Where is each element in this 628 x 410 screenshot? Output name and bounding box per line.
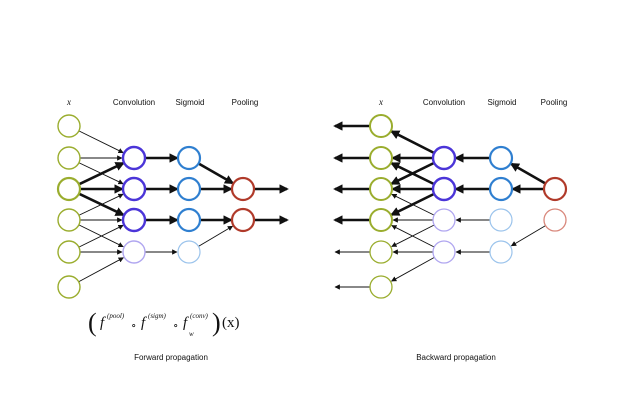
backward-sigmoid-node [489, 240, 513, 264]
backward-edge-pool-to-sigmoid [510, 225, 546, 247]
formula-compose-2: ∘ [173, 320, 179, 332]
forward-edge-input-to-conv [78, 224, 124, 248]
forward-pooling-node [230, 207, 256, 233]
forward-input-node [57, 146, 81, 170]
formula-open-paren: ( [88, 308, 97, 337]
forward-input-node [57, 114, 81, 138]
forward-x-label: x [67, 97, 71, 107]
formula-argument: (x) [222, 315, 240, 331]
formula-close-paren: ) [212, 308, 221, 337]
forward-convolution-node [122, 240, 146, 264]
forward-edge-input-to-conv [78, 192, 125, 217]
composition-formula: ( f (pool) ∘ f (sigm) ∘ f (conv) w ) (x) [86, 306, 246, 342]
formula-pool-superscript: (pool) [107, 312, 125, 320]
backward-edge-conv-to-input [390, 162, 435, 186]
forward-input-node [57, 240, 81, 264]
formula-f-conv: f [183, 315, 188, 331]
formula-f-sigm: f [141, 315, 146, 331]
forward-convolution-node [121, 207, 147, 233]
backward-edge-conv-to-input [391, 193, 435, 216]
backward-edge-conv-to-input [391, 256, 435, 282]
forward-sigmoid-node [176, 145, 202, 171]
backward-sigmoid-node [489, 208, 513, 232]
forward-caption: Forward propagation [134, 353, 208, 362]
backward-input-node [369, 275, 393, 299]
forward-input-node [57, 208, 81, 232]
backward-pooling-node [542, 176, 568, 202]
forward-edge-input-to-conv [78, 162, 124, 185]
forward-sigmoid-node [177, 240, 201, 264]
forward-pooling-node [230, 176, 256, 202]
backward-input-node [369, 240, 393, 264]
formula-compose-1: ∘ [131, 320, 137, 332]
forward-sigmoid-node [176, 207, 202, 233]
forward-edge-sigmoid-to-pool [197, 162, 235, 185]
formula-conv-superscript: (conv) [190, 312, 208, 320]
backward-convolution-node [432, 240, 456, 264]
formula-sigm-superscript: (sigm) [148, 312, 166, 320]
forward-input-node [56, 176, 82, 202]
backward-input-node [369, 177, 393, 201]
backward-convolution-label: Convolution [422, 98, 466, 107]
forward-convolution-label: Convolution [112, 98, 156, 107]
forward-edge-sigmoid-to-pool [198, 225, 234, 247]
forward-edge-input-to-conv [78, 257, 124, 283]
backward-x-label: x [379, 97, 383, 107]
formula-f-pool: f [100, 315, 105, 331]
backward-edge-conv-to-input [391, 225, 435, 248]
backward-convolution-node [432, 208, 456, 232]
forward-nodes [56, 114, 256, 299]
forward-sigmoid-label: Sigmoid [175, 98, 205, 107]
backward-pooling-label: Pooling [540, 98, 568, 107]
formula-conv-subscript: w [189, 330, 194, 338]
backward-edges [333, 121, 547, 290]
backward-edge-conv-to-input [390, 130, 435, 155]
backward-sigmoid-node [488, 176, 514, 202]
forward-edge-input-to-conv [78, 130, 124, 154]
backward-sigmoid-node [488, 145, 514, 171]
backward-input-node [369, 208, 393, 232]
backward-convolution-node [431, 145, 457, 171]
forward-convolution-node [121, 145, 147, 171]
backward-input-node [369, 114, 393, 138]
backward-convolution-node [431, 176, 457, 202]
forward-sigmoid-node [176, 176, 202, 202]
backward-edge-pool-to-sigmoid [509, 162, 547, 185]
backward-sigmoid-label: Sigmoid [487, 98, 517, 107]
backward-nodes [369, 114, 568, 299]
backward-input-node [369, 146, 393, 170]
forward-input-node [57, 275, 81, 299]
forward-pooling-label: Pooling [231, 98, 259, 107]
forward-convolution-node [121, 176, 147, 202]
backward-pooling-node [543, 208, 567, 232]
backward-caption: Backward propagation [416, 353, 496, 362]
forward-edges [78, 130, 289, 283]
